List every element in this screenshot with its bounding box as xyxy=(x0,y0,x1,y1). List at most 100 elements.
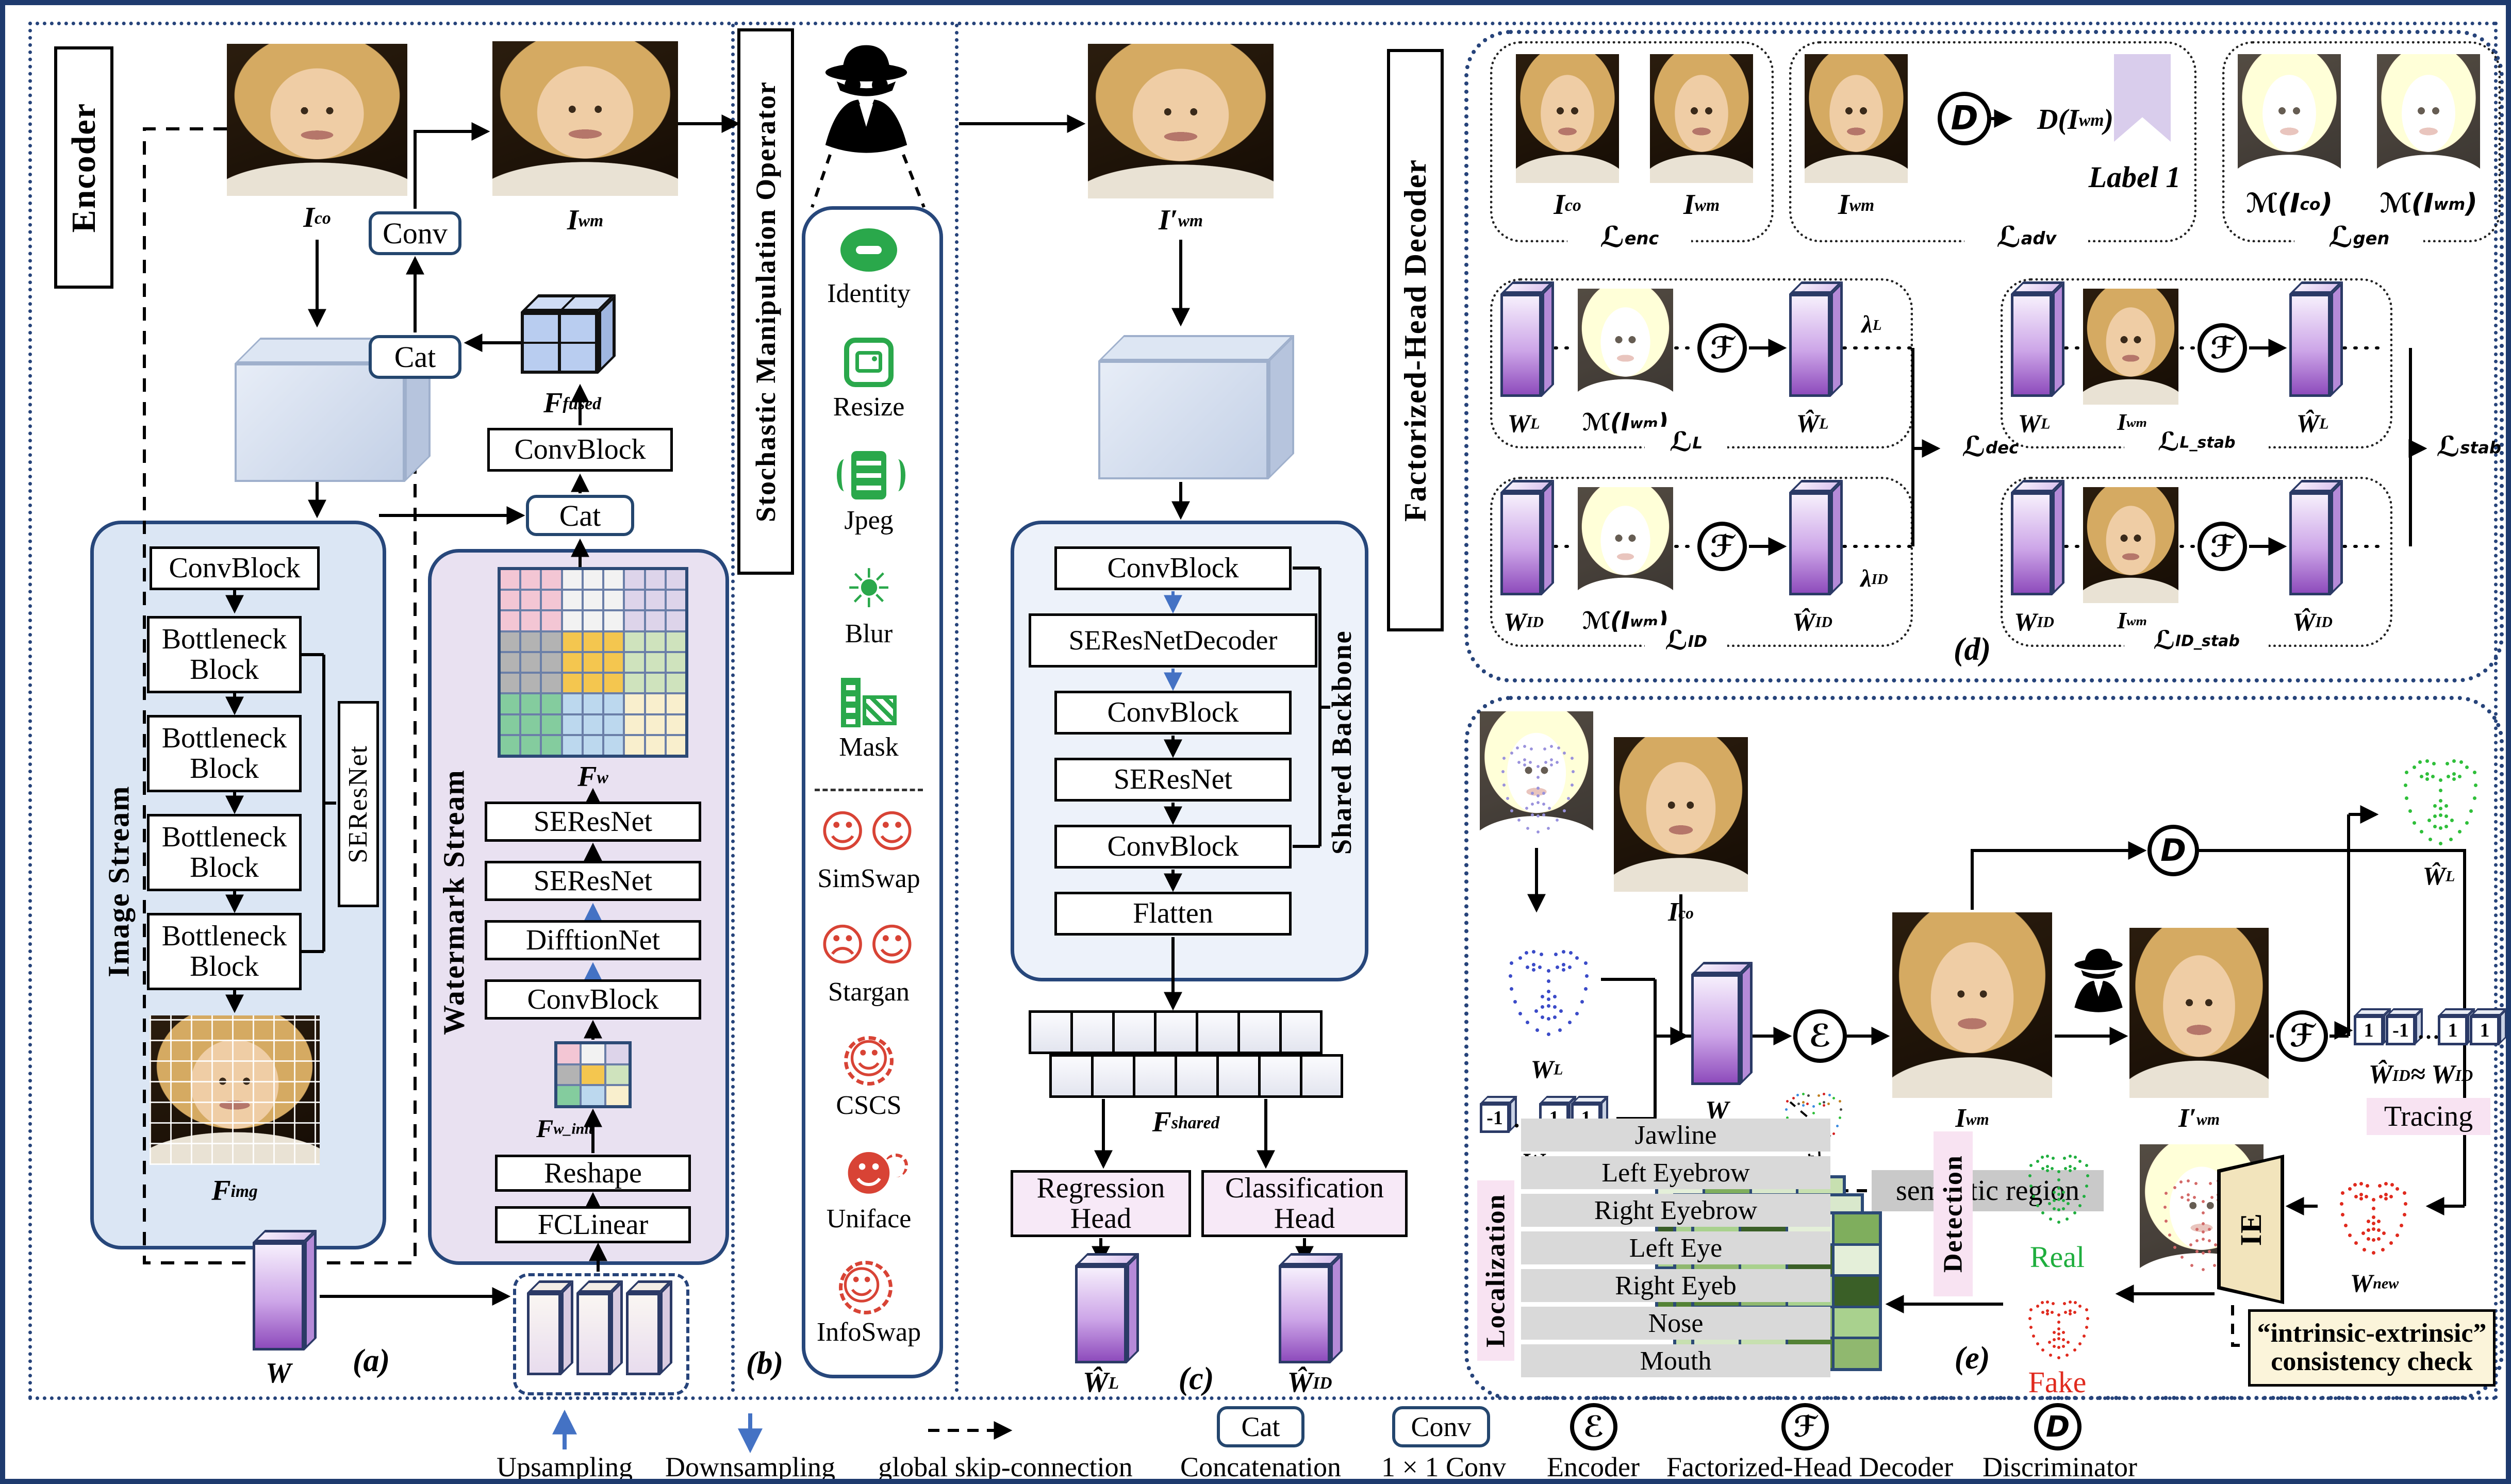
detection-tag: Detection xyxy=(1934,1131,1973,1296)
d-wid-bar-r xyxy=(2011,492,2052,595)
d-miwm-image-1 xyxy=(1578,289,1673,405)
e-wlhat-dots xyxy=(2382,727,2496,856)
fw-grid xyxy=(498,567,688,758)
seresnet-side-box: SEResNet xyxy=(338,701,379,907)
region-row-right-eyebrow: Right Eyebrow xyxy=(1521,1194,1830,1227)
op-cscs: ☺ CSCS xyxy=(807,1035,931,1121)
fshared-row-2 xyxy=(1049,1054,1343,1098)
feature-cube-c xyxy=(1098,361,1268,479)
e-real-dots xyxy=(2011,1129,2104,1232)
fwinit-grid xyxy=(554,1041,632,1108)
w-bar xyxy=(253,1242,304,1350)
seresnet-side-label: SEResNet xyxy=(343,745,373,863)
d-ico-image xyxy=(1516,54,1619,183)
panel-d-label: (d) xyxy=(1953,632,1991,667)
e-wnew-dots xyxy=(2320,1155,2423,1263)
semantic-region-tag: semantic region xyxy=(1872,1170,2104,1211)
e-fake-dots xyxy=(2011,1278,2104,1366)
bb-flatten: Flatten xyxy=(1054,892,1292,936)
fdecoder-circle-e: ℱ xyxy=(2276,1010,2328,1062)
bb-convblock-2: ConvBlock xyxy=(1054,691,1292,735)
op-identity: Identity xyxy=(807,224,931,309)
cscs-icon: ☺ xyxy=(847,1035,890,1083)
d-mico-image xyxy=(2238,54,2341,183)
legend-fdecoder-circle: ℱ xyxy=(1781,1403,1829,1450)
d-wlhat-bar xyxy=(1789,294,1830,397)
jpeg-icon-lines xyxy=(856,460,881,490)
cscs-icon-ring xyxy=(844,1036,894,1086)
iwm-prime-image xyxy=(1088,44,1274,198)
consistency-line-2: consistency check xyxy=(2271,1347,2473,1376)
e-wl-dots xyxy=(1485,918,1609,1046)
op-resize: Resize xyxy=(807,338,931,423)
e-widhat-bit-1: -1 xyxy=(2386,1015,2416,1045)
infoswap-icon: ☺ xyxy=(840,1263,883,1309)
conv-top-box: Conv xyxy=(369,211,461,255)
d-wid-bar xyxy=(1500,492,1542,595)
fdecoder-circle-1: ℱ xyxy=(1697,323,1747,373)
legend-upsampling-label: Upsampling xyxy=(497,1452,633,1482)
d-wl-bar-r xyxy=(2011,294,2052,397)
mask-icon-holes xyxy=(846,681,855,724)
region-row-nose: Nose xyxy=(1521,1307,1830,1340)
e-wid-bit-0: -1 xyxy=(1480,1103,1510,1133)
resize-icon xyxy=(844,338,894,387)
classification-head: Classification Head xyxy=(1201,1170,1408,1237)
convblock-a: ConvBlock xyxy=(150,546,320,590)
w-label: W xyxy=(266,1357,291,1389)
regression-head: Regression Head xyxy=(1011,1170,1191,1237)
panel-e-label: (e) xyxy=(1954,1341,1990,1376)
d-iwm-image-r2 xyxy=(2083,487,2178,603)
ico-image xyxy=(227,44,407,196)
legend-conv-box: Conv xyxy=(1392,1406,1490,1447)
encoder-tag-box: Encoder xyxy=(54,46,113,289)
legend-conv1x1-label: 1 × 1 Conv xyxy=(1381,1452,1506,1482)
legend-encoder-label: Encoder xyxy=(1547,1452,1640,1482)
bottleneck-3: Bottleneck Block xyxy=(147,814,302,891)
bb-convblock-3: ConvBlock xyxy=(1054,825,1292,869)
blur-icon: ☀ xyxy=(845,557,893,620)
resize-icon-img xyxy=(855,351,882,373)
discriminator-circle-e: D xyxy=(2147,825,2199,876)
legend-concatenation-label: Concatenation xyxy=(1180,1452,1341,1482)
op-uniface: ☻ Uniface xyxy=(807,1146,931,1235)
ie-box: IE xyxy=(2217,1155,2284,1304)
e-widhat-ellipsis: … xyxy=(2417,1019,2440,1044)
discriminator-circle-d: D xyxy=(1938,92,1991,145)
d-iwm-image-1 xyxy=(1650,54,1753,183)
wm-fclinear: FCLinear xyxy=(495,1206,691,1243)
cat-mid-box: Cat xyxy=(526,495,634,536)
msg-bar-3 xyxy=(626,1293,660,1375)
op-mask: Mask xyxy=(807,678,931,763)
infoswap-icon-ring xyxy=(839,1261,893,1314)
bottleneck-4: Bottleneck Block xyxy=(147,913,302,990)
cat-top-box: Cat xyxy=(369,335,461,379)
manipulation-ops-box xyxy=(802,206,943,1378)
ops-divider xyxy=(815,789,923,791)
wm-difftionnet: DifftionNet xyxy=(485,920,701,960)
region-row-left-eye: Left Eye xyxy=(1521,1231,1830,1264)
watermark-stream-tag: Watermark Stream xyxy=(437,769,471,1035)
simswap-icon: ☺☺ xyxy=(819,806,918,858)
resize-icon-dot xyxy=(872,356,877,361)
op-blur: ☀ Blur xyxy=(807,557,931,649)
legend-skip-label: global skip-connection xyxy=(878,1452,1133,1482)
op-jpeg: Jpeg xyxy=(807,451,931,536)
image-stream-tag: Image Stream xyxy=(102,785,136,978)
